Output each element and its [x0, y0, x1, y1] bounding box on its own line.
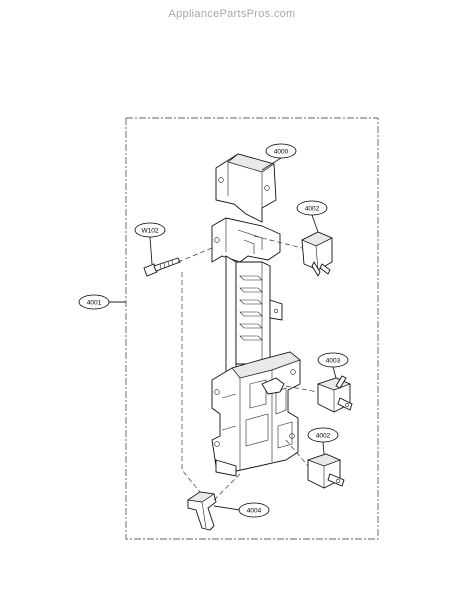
assembly-boundary [125, 117, 379, 540]
callout-4000: 4000 [265, 143, 297, 159]
svg-text:4000: 4000 [274, 149, 289, 156]
callout-4001: 4001 [78, 294, 110, 310]
lever-4004[interactable] [187, 491, 217, 531]
callout-w102: W102 [134, 222, 166, 238]
assembly-guides [177, 235, 319, 501]
svg-text:4002: 4002 [316, 433, 331, 440]
svg-text:4001: 4001 [87, 300, 102, 307]
svg-text:W102: W102 [142, 228, 159, 235]
switch-4002-upper[interactable] [301, 231, 333, 277]
leader-lines [106, 157, 337, 511]
switch-4002-lower[interactable] [306, 453, 345, 489]
svg-text:4003: 4003 [326, 358, 341, 365]
callout-4003: 4003 [317, 352, 349, 368]
switch-4003[interactable] [316, 375, 353, 413]
callout-4002-lower: 4002 [307, 427, 339, 443]
callout-4002-upper: 4002 [296, 200, 328, 216]
watermark-text: AppliancePartsPros.com [168, 8, 295, 20]
svg-text:4004: 4004 [247, 508, 262, 515]
screw-w102[interactable] [143, 257, 181, 277]
latch-board-4000[interactable] [211, 153, 301, 477]
svg-text:4002: 4002 [305, 206, 320, 213]
callout-4004: 4004 [238, 502, 270, 518]
